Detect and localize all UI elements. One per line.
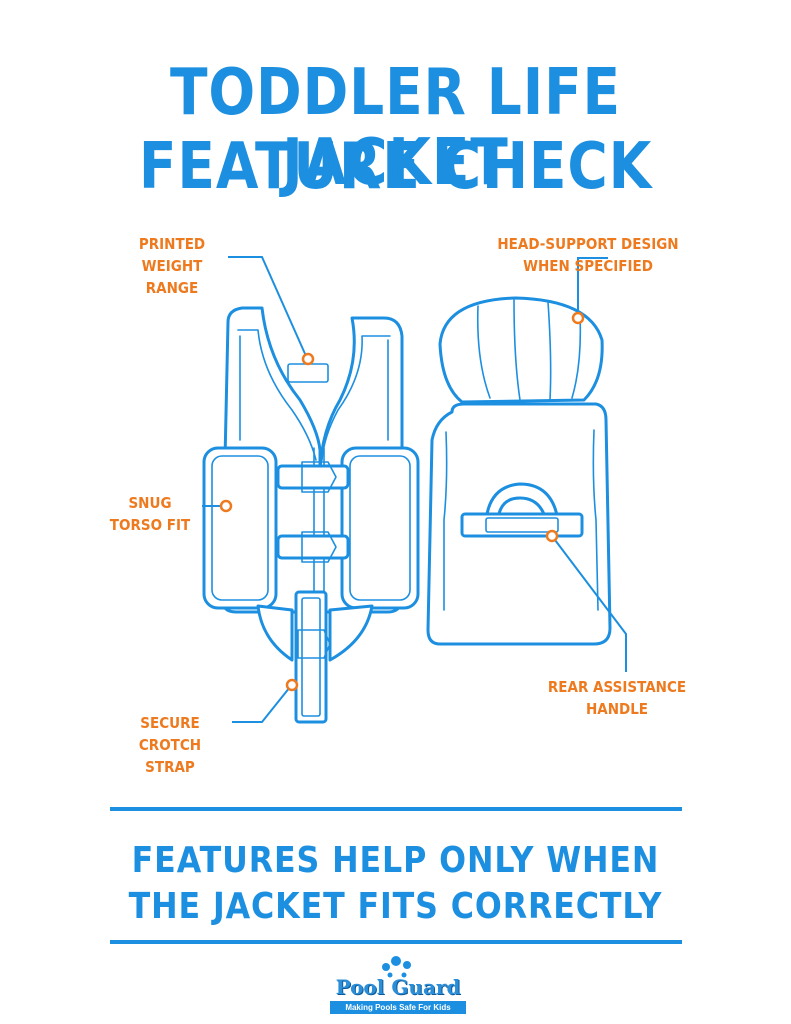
title-line-2: FEATURE CHECK	[138, 130, 653, 204]
callout-weight-line-2: WEIGHT RANGE	[141, 257, 203, 297]
divider-bottom	[110, 940, 682, 944]
back-vest	[426, 296, 612, 646]
callout-torso-line-2: TORSO FIT	[109, 516, 191, 534]
title-line-1: TODDLER LIFE JACKET	[170, 56, 621, 200]
callout-weight-line-1: PRINTED	[138, 235, 206, 253]
water-splash-icon	[382, 956, 411, 978]
callout-handle-line-2: HANDLE	[585, 700, 649, 718]
callout-dot-head	[571, 311, 585, 325]
callout-head-line-1: HEAD-SUPPORT DESIGN	[497, 235, 679, 253]
callout-crotch-strap: SECURE CROTCH STRAP	[116, 712, 224, 778]
callout-torso-fit: SNUG TORSO FIT	[105, 492, 195, 536]
callout-dot-crotch	[285, 678, 299, 692]
front-vest	[202, 306, 420, 724]
leader-lines	[202, 256, 627, 723]
callout-handle-line-1: REAR ASSISTANCE	[547, 678, 687, 696]
callout-dot-weight	[301, 352, 315, 366]
callout-rear-handle: REAR ASSISTANCE HANDLE	[541, 676, 694, 720]
callout-torso-line-1: SNUG	[128, 494, 172, 512]
divider-top	[110, 807, 682, 811]
callout-crotch-line-2: CROTCH STRAP	[138, 736, 202, 776]
footer-line-2: THE JACKET FITS CORRECTLY	[128, 886, 663, 927]
callout-head-line-2: WHEN SPECIFIED	[523, 257, 653, 275]
callout-weight-range: PRINTED WEIGHT RANGE	[118, 233, 226, 299]
callout-dot-torso	[219, 499, 233, 513]
pool-guard-logo: Pool Guard Making Pools Safe For Kids	[328, 955, 468, 1017]
callout-head-support: HEAD-SUPPORT DESIGN WHEN SPECIFIED	[480, 233, 696, 277]
logo-tagline: Making Pools Safe For Kids	[330, 1001, 466, 1014]
callout-dot-handle	[545, 529, 559, 543]
callout-crotch-line-1: SECURE	[140, 714, 200, 732]
footer-line-1: FEATURES HELP ONLY WHEN	[131, 840, 660, 881]
logo-name: Pool Guard	[335, 975, 461, 999]
